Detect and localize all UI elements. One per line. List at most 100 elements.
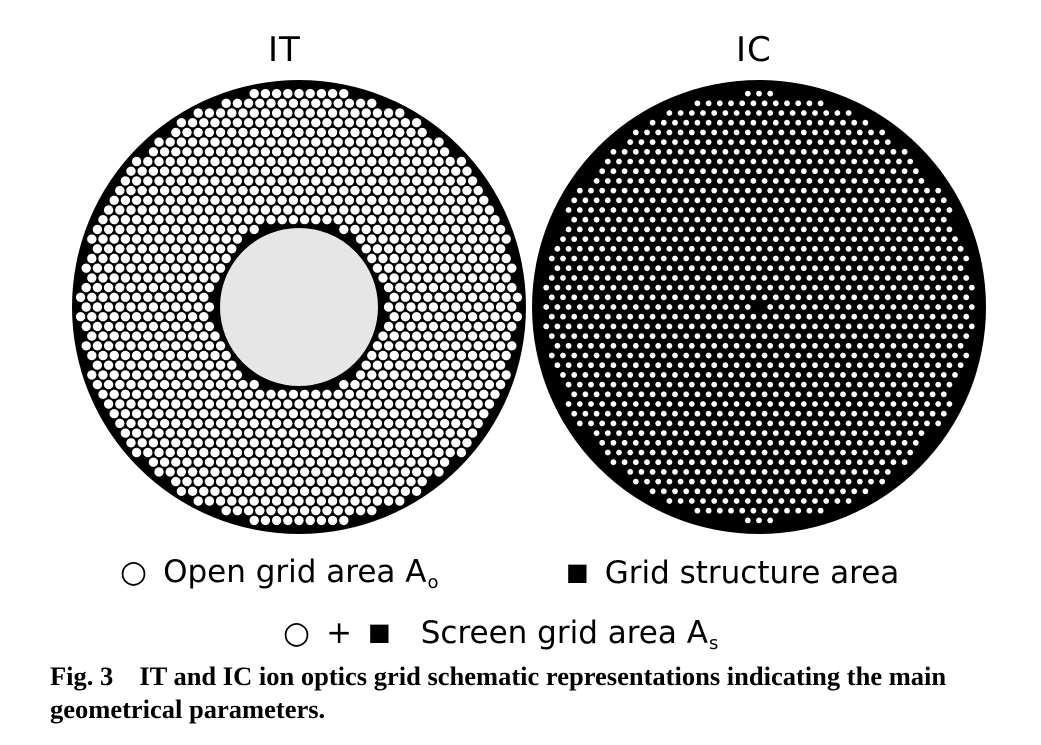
- open-hole: [131, 273, 142, 283]
- open-hole: [467, 176, 478, 186]
- open-hole: [495, 302, 506, 312]
- open-hole: [565, 304, 572, 310]
- open-hole: [260, 515, 271, 526]
- open-hole: [137, 185, 147, 196]
- open-hole: [171, 438, 181, 448]
- open-hole: [711, 187, 718, 194]
- open-hole: [823, 362, 830, 369]
- open-hole: [683, 236, 690, 243]
- open-hole: [204, 476, 215, 487]
- open-hole: [828, 158, 835, 165]
- open-hole: [761, 507, 768, 514]
- open-hole: [378, 137, 388, 147]
- open-hole: [439, 205, 450, 215]
- open-hole: [199, 370, 209, 380]
- open-hole: [109, 370, 119, 380]
- open-hole: [716, 410, 723, 417]
- open-hole: [722, 304, 729, 310]
- open-hole: [389, 292, 399, 302]
- open-hole: [277, 156, 287, 167]
- open-hole: [862, 410, 869, 417]
- open-hole: [862, 119, 869, 126]
- open-hole: [683, 255, 690, 262]
- open-hole: [333, 505, 343, 516]
- open-hole: [929, 255, 936, 262]
- open-hole: [126, 185, 136, 196]
- open-hole: [221, 389, 231, 399]
- open-hole: [918, 333, 925, 339]
- open-hole: [378, 428, 388, 438]
- open-hole: [806, 100, 813, 107]
- open-hole: [227, 166, 237, 176]
- open-hole: [823, 110, 830, 116]
- open-hole: [638, 352, 645, 359]
- open-hole: [644, 148, 650, 155]
- open-hole: [767, 381, 774, 388]
- open-hole: [666, 168, 673, 175]
- open-hole: [772, 255, 779, 262]
- open-hole: [772, 507, 779, 514]
- open-hole: [389, 447, 399, 458]
- open-hole: [260, 457, 271, 467]
- open-hole: [879, 187, 886, 194]
- open-hole: [411, 195, 422, 206]
- open-hole: [868, 420, 874, 427]
- open-hole: [400, 350, 411, 361]
- open-hole: [350, 476, 360, 487]
- open-hole: [120, 176, 131, 186]
- open-hole: [845, 362, 852, 369]
- open-hole: [946, 304, 953, 310]
- open-hole: [778, 459, 785, 466]
- open-hole: [784, 236, 790, 243]
- open-hole: [383, 418, 394, 429]
- open-hole: [800, 304, 807, 310]
- open-hole: [283, 515, 293, 526]
- open-hole: [767, 265, 774, 272]
- open-hole: [901, 226, 908, 233]
- open-hole: [604, 255, 611, 262]
- open-hole: [255, 118, 265, 128]
- open-hole: [378, 447, 388, 458]
- open-hole: [655, 168, 662, 175]
- open-hole: [299, 447, 310, 458]
- open-hole: [918, 294, 925, 301]
- open-hole: [154, 156, 164, 167]
- open-hole: [249, 88, 259, 99]
- open-hole: [968, 323, 975, 330]
- open-hole: [467, 234, 478, 244]
- open-hole: [632, 323, 639, 330]
- open-hole: [649, 178, 656, 184]
- open-hole: [372, 379, 383, 390]
- open-hole: [660, 410, 667, 417]
- open-hole: [322, 408, 332, 419]
- open-hole: [115, 379, 125, 390]
- open-hole: [666, 381, 673, 388]
- open-hole: [778, 168, 785, 175]
- open-hole: [548, 294, 555, 301]
- open-hole: [417, 399, 427, 409]
- open-hole: [929, 216, 936, 223]
- open-hole: [716, 333, 723, 339]
- open-hole: [750, 216, 757, 223]
- open-hole: [372, 341, 383, 351]
- open-hole: [548, 275, 555, 281]
- open-hole: [120, 234, 131, 244]
- open-hole: [924, 207, 930, 213]
- open-hole: [81, 321, 91, 332]
- open-hole: [439, 244, 450, 254]
- open-hole: [918, 410, 925, 417]
- open-hole: [378, 118, 388, 128]
- open-hole: [789, 401, 796, 407]
- open-hole: [582, 197, 589, 204]
- open-hole: [355, 486, 366, 496]
- open-hole: [884, 430, 891, 436]
- open-hole: [372, 476, 383, 487]
- open-hole: [305, 185, 315, 196]
- open-hole: [187, 176, 198, 186]
- open-hole: [856, 478, 863, 485]
- open-hole: [159, 282, 170, 293]
- open-hole: [683, 449, 690, 456]
- open-hole: [131, 176, 142, 186]
- open-hole: [249, 166, 259, 176]
- open-hole: [890, 168, 897, 175]
